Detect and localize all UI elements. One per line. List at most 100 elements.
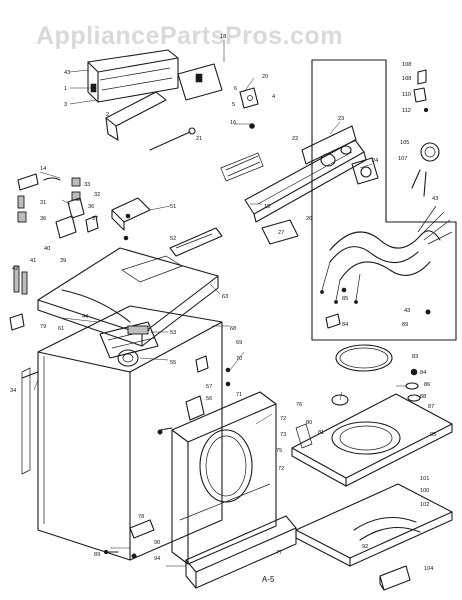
callout-label: 80 xyxy=(306,420,312,426)
callout-label: 56 xyxy=(206,396,212,402)
callout-label: 37 xyxy=(92,216,98,222)
callout-label: 76 xyxy=(296,402,302,408)
callout-label: 16 xyxy=(230,120,236,126)
callout-label: 6 xyxy=(234,86,237,92)
callout-label: 31 xyxy=(40,200,46,206)
callout-label: 23 xyxy=(338,116,344,122)
bracket-panel xyxy=(261,219,299,245)
callout-label: 68 xyxy=(230,326,236,332)
timer-knob xyxy=(351,157,379,185)
callout-label: 83 xyxy=(412,354,418,360)
callout-label: 100 xyxy=(420,488,429,494)
callout-label: 112 xyxy=(402,108,411,114)
callout-label: 61 xyxy=(58,326,64,332)
cord-clips xyxy=(413,69,429,113)
switch-bracket xyxy=(177,63,223,101)
callout-label: 107 xyxy=(398,156,407,162)
callout-label: 71 xyxy=(236,392,242,398)
callout-label: 42 xyxy=(12,266,18,272)
hardware-bottom xyxy=(103,519,155,559)
callout-label: 77 xyxy=(276,550,282,556)
callout-label: 81 xyxy=(318,430,324,436)
wire-harness-box xyxy=(311,59,457,341)
callout-label: 53 xyxy=(170,330,176,336)
callout-label: 69 xyxy=(236,340,242,346)
callout-label: 89 xyxy=(94,552,100,558)
left-small-parts xyxy=(9,173,85,331)
harness-hardware xyxy=(325,287,431,329)
callout-label: 89 xyxy=(402,322,408,328)
callout-label: 4 xyxy=(272,94,275,100)
mounting-plate xyxy=(295,483,453,567)
small-mounting xyxy=(85,213,131,241)
callout-label: 95 xyxy=(430,432,436,438)
control-panel xyxy=(244,139,367,223)
callout-label: 70 xyxy=(236,356,242,362)
cabinet xyxy=(21,305,223,561)
callout-label: 86 xyxy=(424,382,430,388)
lid-switch xyxy=(111,197,151,231)
top-cover xyxy=(37,247,219,347)
callout-label: 57 xyxy=(206,384,212,390)
callout-label: 85 xyxy=(342,296,348,302)
base-plate xyxy=(291,393,453,487)
callout-label: 51 xyxy=(170,204,176,210)
callout-label: 102 xyxy=(420,502,429,508)
callout-label: 36 xyxy=(88,204,94,210)
callout-label: 101 xyxy=(420,476,429,482)
callout-label: 108 xyxy=(402,76,411,82)
callout-label: 1 xyxy=(64,86,67,92)
callout-label: 41 xyxy=(30,258,36,264)
callout-label: 110 xyxy=(402,92,411,98)
callout-label: 88 xyxy=(420,394,426,400)
callout-label: 27 xyxy=(278,230,284,236)
callout-label: 24 xyxy=(372,158,378,164)
center-small-parts xyxy=(157,355,231,435)
callout-label: 34 xyxy=(10,388,16,394)
callout-label: 15 xyxy=(264,204,270,210)
callout-label: 43 xyxy=(404,308,410,314)
front-panel xyxy=(171,391,277,565)
cord-set xyxy=(411,142,440,197)
callout-label: 105 xyxy=(400,140,409,146)
callout-labels: 43 1 3 2 18 20 6 5 4 16 21 23 22 24 26 2… xyxy=(10,34,438,584)
callout-label: 92 xyxy=(362,544,368,550)
top-bracket xyxy=(87,49,179,103)
callout-label: 18 xyxy=(220,34,226,40)
callout-label: 3 xyxy=(64,102,67,108)
callout-label: 33 xyxy=(84,182,90,188)
watermark-text: AppliancePartsPros.com xyxy=(36,22,343,50)
callout-label: 104 xyxy=(424,566,433,572)
callout-label: 90 xyxy=(154,540,160,546)
callout-label: 55 xyxy=(170,360,176,366)
pump-assembly xyxy=(99,321,159,359)
callout-label: 108 xyxy=(402,62,411,68)
callout-label: 5 xyxy=(232,102,235,108)
lid-arm xyxy=(169,227,223,257)
leader-lines xyxy=(33,40,406,567)
callout-label: 84 xyxy=(342,322,348,328)
callout-label: 21 xyxy=(196,136,202,142)
small-switch xyxy=(239,87,259,109)
callout-label: 94 xyxy=(154,556,160,562)
knob-shaft xyxy=(149,123,255,151)
tub-ring xyxy=(335,344,393,372)
callout-label: 78 xyxy=(138,514,144,520)
callout-label: 72 xyxy=(278,466,284,472)
callout-label: 79 xyxy=(40,324,46,330)
callout-label: 84 xyxy=(420,370,426,376)
callout-label: 87 xyxy=(428,404,434,410)
callout-label: 40 xyxy=(44,246,50,252)
callout-label: 26 xyxy=(306,216,312,222)
callout-label: 73 xyxy=(280,432,286,438)
leg-bracket xyxy=(379,565,411,591)
callout-label: 2 xyxy=(106,112,109,118)
callout-label: 39 xyxy=(60,258,66,264)
angle-bracket xyxy=(105,91,167,141)
page-ref-label: A-5 xyxy=(262,575,275,584)
callout-label: 52 xyxy=(170,236,176,242)
control-console xyxy=(220,125,357,182)
callout-label: 20 xyxy=(262,74,268,80)
callout-label: 75 xyxy=(276,448,282,454)
